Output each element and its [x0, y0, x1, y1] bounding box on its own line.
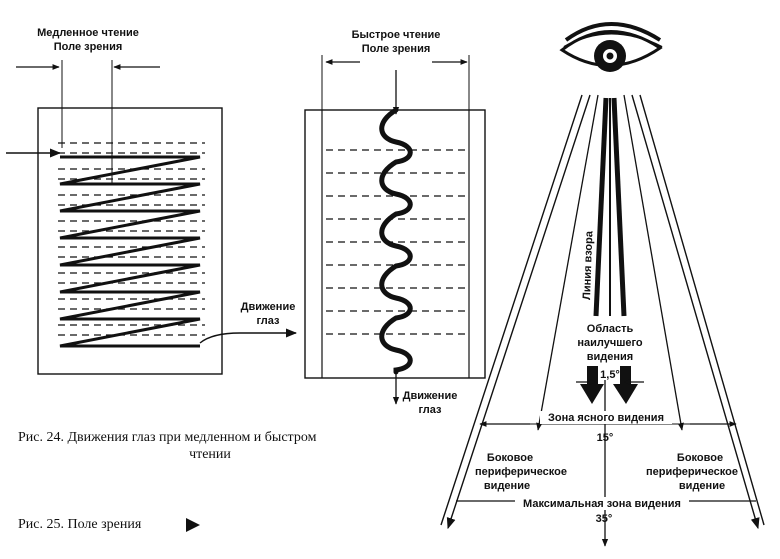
- line-of-sight-label: Линия взора: [581, 230, 595, 300]
- best-area-label-3: видения: [587, 351, 633, 363]
- clear-angle-label: 15°: [597, 432, 614, 444]
- clear-zone-label: Зона ясного видения: [548, 412, 664, 424]
- fig24-caption-line1: Рис. 24. Движения глаз при медленном и б…: [18, 430, 317, 445]
- triangle-right-icon: [186, 518, 200, 532]
- middle-eye-movement-label-1: Движение: [241, 301, 296, 313]
- best-area-left-arrow: [580, 366, 604, 404]
- max-zone-label-bg: [515, 497, 689, 510]
- max-zone-left-ray-2: [440, 94, 583, 526]
- max-zone-label: Максимальная зона видения: [523, 498, 681, 510]
- best-area-label-2: наилучшего: [577, 337, 643, 349]
- line-of-sight-left: [593, 97, 609, 317]
- field-of-view-diagram: Линия взора Область наилучшего видения 1…: [440, 22, 765, 547]
- slow-text-lines: [58, 142, 205, 336]
- middle-eye-movement-label-2: глаз: [256, 315, 280, 327]
- fast-eye-movement-label-2: глаз: [418, 404, 442, 416]
- fast-reading-subtitle: Поле зрения: [362, 43, 431, 55]
- right-peripheral-label-2: периферическое: [646, 466, 738, 478]
- fast-eye-path: [379, 107, 413, 375]
- slow-reading-title: Медленное чтение: [37, 27, 139, 39]
- right-peripheral-label-1: Боковое: [677, 452, 723, 464]
- max-zone-left-ray: [446, 94, 591, 530]
- fast-text-lines: [326, 149, 466, 335]
- line-of-sight-right: [611, 97, 627, 317]
- left-peripheral-label-1: Боковое: [487, 452, 533, 464]
- slow-exit-arrow: [199, 328, 298, 344]
- slow-reading-subtitle: Поле зрения: [54, 41, 123, 53]
- best-angle-label: 1,5°: [600, 369, 620, 381]
- slow-page: [37, 107, 223, 375]
- best-area-right-arrow: [613, 366, 638, 404]
- right-peripheral-ray: [623, 94, 684, 431]
- fast-reading-title: Быстрое чтение: [352, 29, 441, 41]
- fast-reading-diagram: Быстрое чтение Поле зрения Движение глаз: [304, 29, 486, 416]
- max-zone-right-ray-2: [639, 94, 765, 526]
- max-angle-label: 35°: [596, 513, 613, 525]
- best-area-label-1: Область: [587, 323, 634, 335]
- fig24-caption-line2: чтении: [189, 447, 231, 462]
- clear-zone-label-bg: [540, 411, 672, 424]
- eye-icon: [559, 22, 663, 72]
- fig25-caption: Рис. 25. Поле зрения: [18, 517, 142, 532]
- slow-eye-path: [59, 155, 201, 348]
- left-peripheral-label-3: видение: [484, 480, 530, 492]
- left-peripheral-label-2: периферическое: [475, 466, 567, 478]
- right-peripheral-label-3: видение: [679, 480, 725, 492]
- fast-eye-movement-label-1: Движение: [403, 390, 458, 402]
- max-zone-right-ray: [631, 94, 760, 530]
- slow-reading-diagram: Медленное чтение Поле зрения: [6, 27, 298, 375]
- left-peripheral-ray: [536, 94, 599, 431]
